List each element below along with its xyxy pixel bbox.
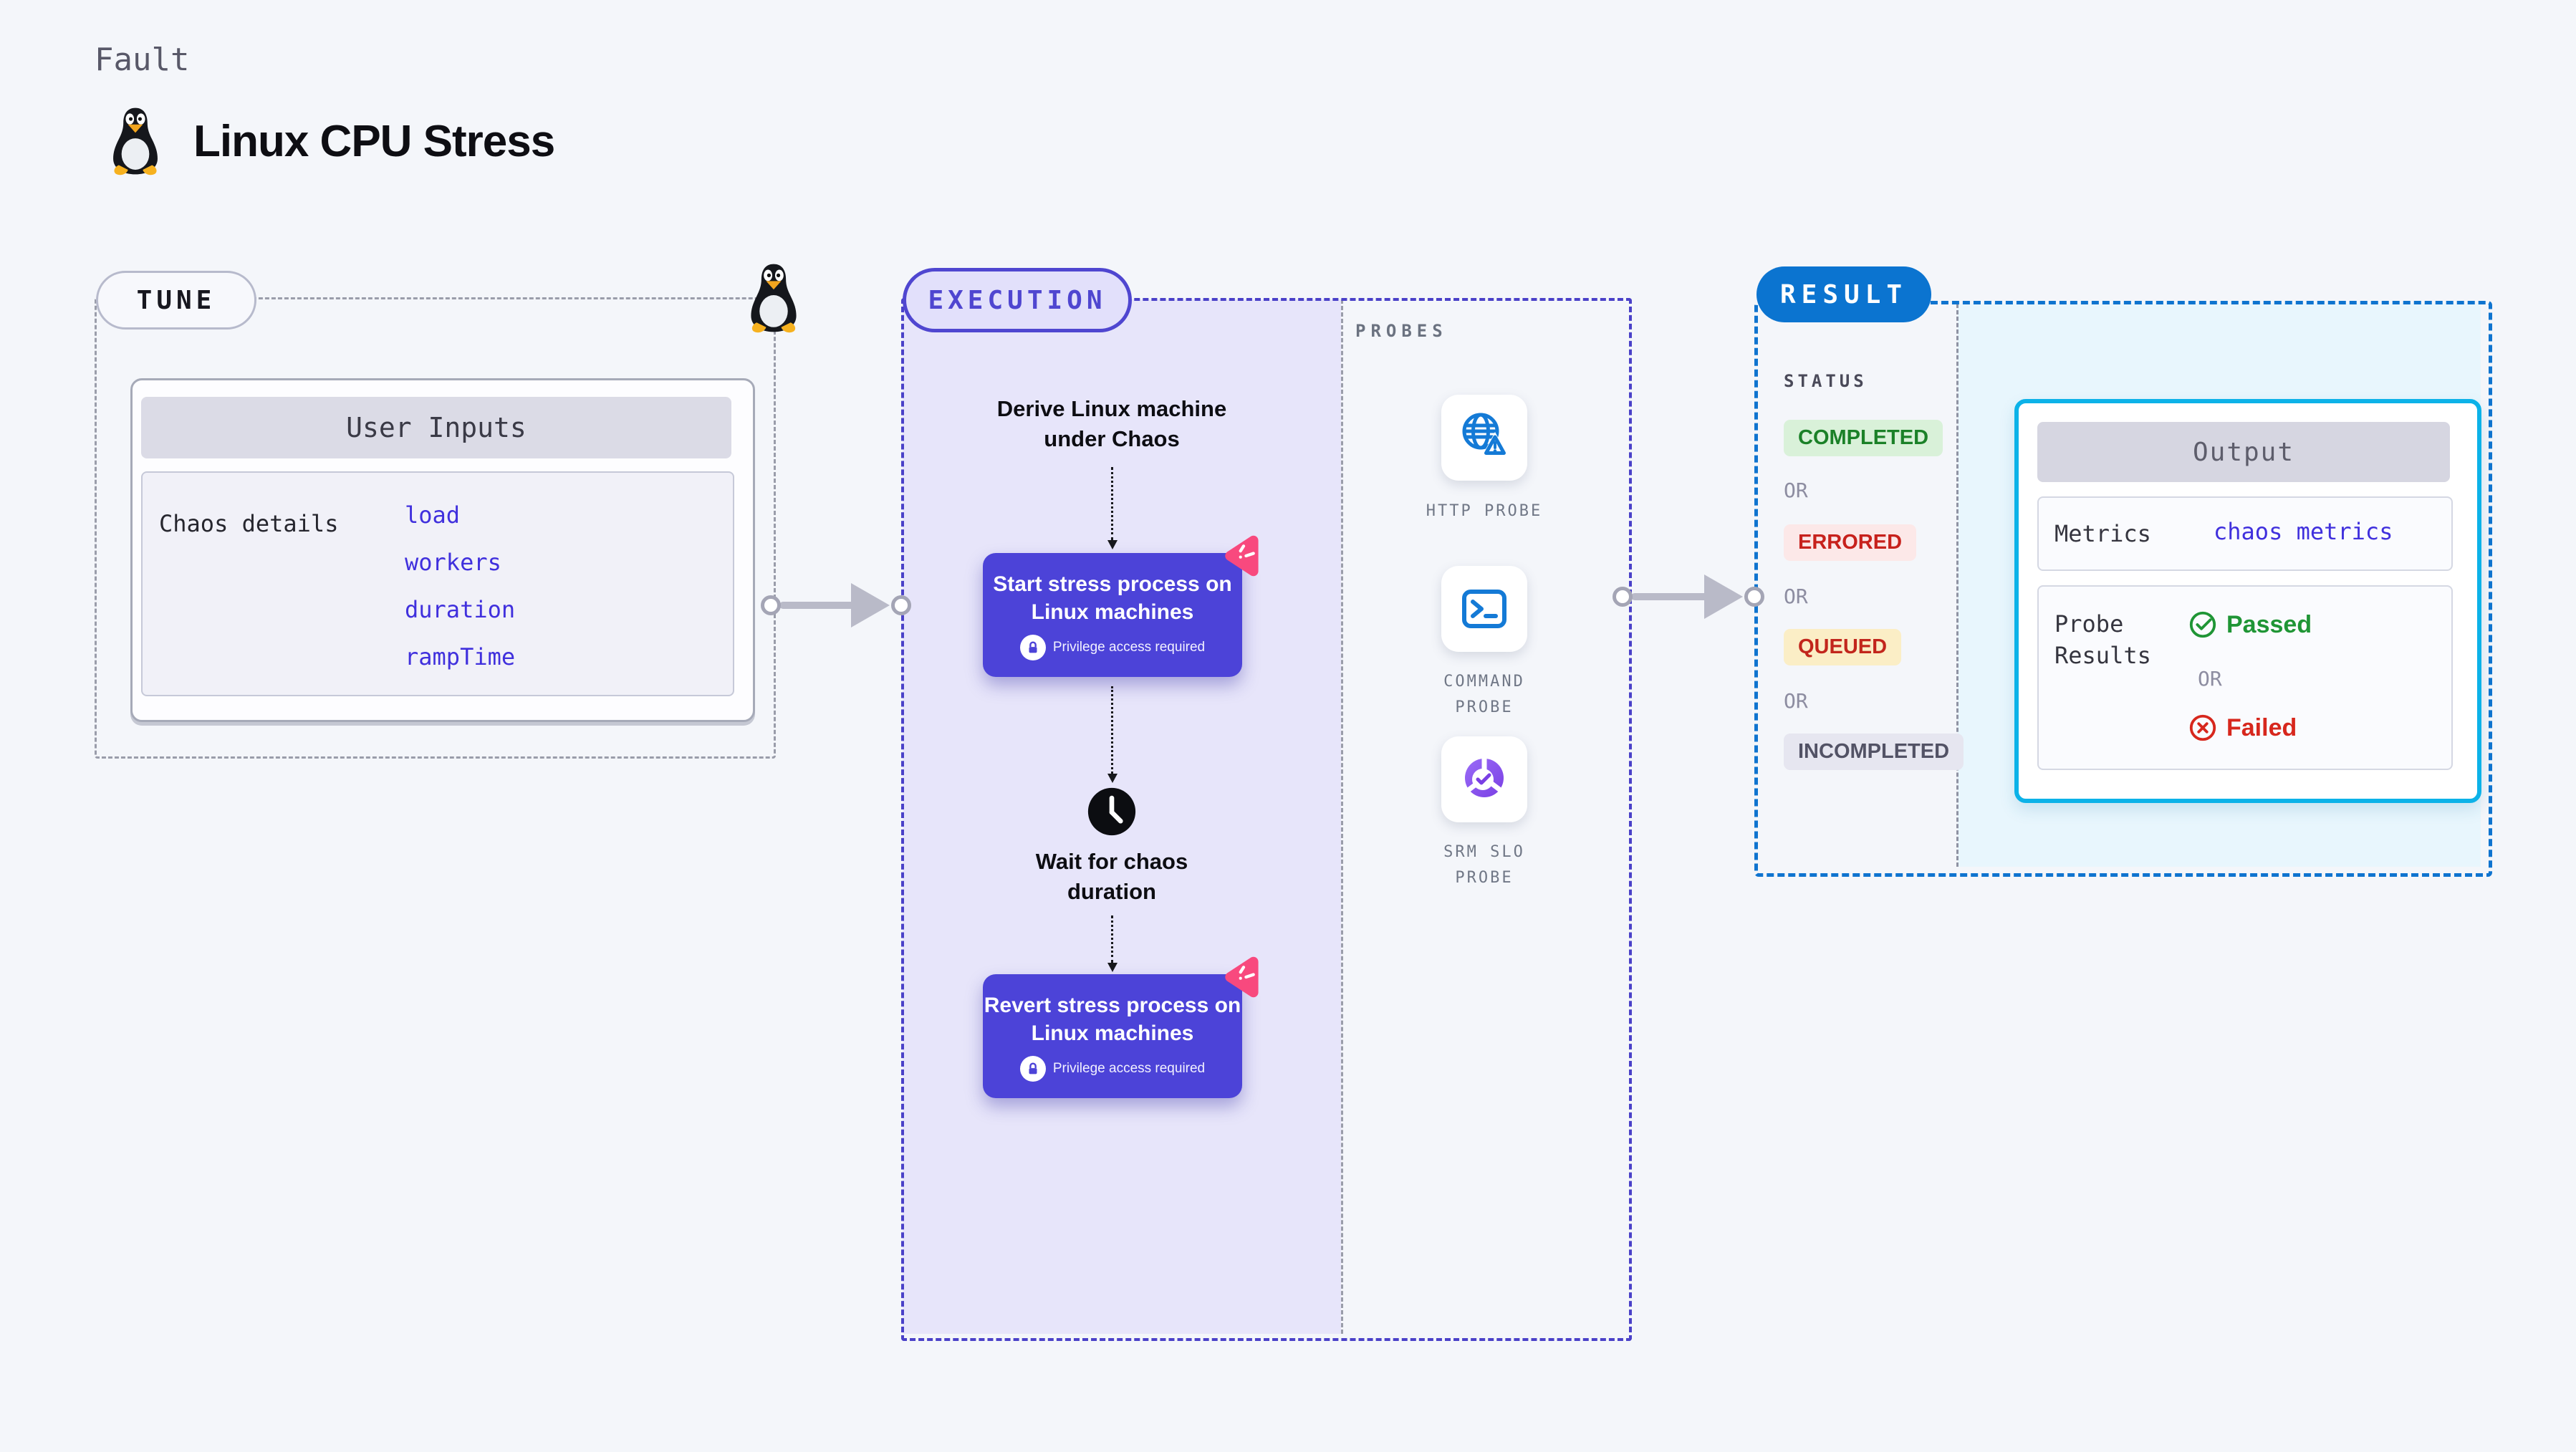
arrow-endpoint bbox=[1744, 587, 1764, 607]
link-load[interactable]: load bbox=[405, 501, 461, 529]
command-probe-label: COMMAND PROBE bbox=[1443, 673, 1525, 716]
clock-icon bbox=[1087, 787, 1136, 836]
start-stress-label: Start stress process on Linux machines bbox=[993, 572, 1232, 624]
status-badge-queued: QUEUED bbox=[1784, 629, 1902, 665]
page-title: Linux CPU Stress bbox=[193, 117, 555, 166]
x-circle-icon bbox=[2189, 714, 2216, 741]
privilege-note: Privilege access required bbox=[1052, 640, 1206, 655]
fault-kicker: Fault bbox=[95, 42, 190, 78]
or-label: OR bbox=[1784, 479, 1808, 502]
arrow-endpoint bbox=[1613, 587, 1633, 607]
execution-section-badge: EXECUTION bbox=[903, 268, 1132, 332]
arrow-endpoint bbox=[891, 595, 911, 615]
probes-title: PROBES bbox=[1355, 321, 1448, 341]
arrow-head bbox=[851, 583, 890, 628]
flow-connector bbox=[1107, 467, 1118, 549]
revert-stress-label: Revert stress process on Linux machines bbox=[984, 994, 1241, 1045]
command-probe-card bbox=[1441, 566, 1527, 652]
link-workers[interactable]: workers bbox=[405, 549, 501, 576]
arrow-head bbox=[1704, 574, 1743, 619]
failed-line: Failed bbox=[2188, 713, 2297, 743]
or-label: OR bbox=[1784, 585, 1808, 608]
user-inputs-title: User Inputs bbox=[141, 397, 731, 458]
chaos-fault-icon bbox=[1225, 956, 1259, 998]
globe-alert-icon bbox=[1462, 413, 1508, 456]
metrics-label: Metrics bbox=[2054, 520, 2151, 547]
derive-machine-label: Derive Linux machine under Chaos bbox=[996, 396, 1227, 451]
tux-penguin-small-icon bbox=[751, 264, 797, 333]
arrow-shaft bbox=[779, 602, 865, 609]
arrow-shaft bbox=[1631, 593, 1719, 600]
flow-connector bbox=[1107, 686, 1118, 783]
output-card: Output Metrics chaos metrics Probe Resul… bbox=[2014, 399, 2481, 803]
passed-label: Passed bbox=[2226, 610, 2312, 638]
execution-section-boundary bbox=[901, 298, 1632, 1341]
privilege-note: Privilege access required bbox=[1052, 1061, 1206, 1076]
chaos-details-links: load workers duration rampTime bbox=[405, 501, 515, 670]
result-section-badge: RESULT bbox=[1756, 266, 1931, 322]
or-label: OR bbox=[1784, 689, 1808, 713]
metrics-row: Metrics chaos metrics bbox=[2037, 496, 2453, 571]
status-badge-incompleted: INCOMPLETED bbox=[1784, 734, 1964, 770]
status-badge-completed: COMPLETED bbox=[1784, 420, 1943, 456]
srm-slo-probe-label: SRM SLO PROBE bbox=[1443, 843, 1525, 887]
http-probe-label: HTTP PROBE bbox=[1426, 502, 1543, 520]
revert-stress-node[interactable]: Revert stress process on Linux machines … bbox=[983, 974, 1242, 1098]
privilege-row: Privilege access required bbox=[983, 1054, 1242, 1082]
start-stress-node[interactable]: Start stress process on Linux machines P… bbox=[983, 553, 1242, 677]
arrow-endpoint bbox=[761, 595, 781, 615]
privilege-row: Privilege access required bbox=[983, 633, 1242, 661]
check-circle-icon bbox=[2189, 611, 2216, 638]
flow-connector bbox=[1107, 915, 1118, 972]
chaos-details-label: Chaos details bbox=[159, 510, 339, 537]
probe-results-row: Probe Results Passed OR Failed bbox=[2037, 585, 2453, 770]
result-divider bbox=[1956, 304, 1959, 867]
status-badge-errored: ERRORED bbox=[1784, 524, 1917, 561]
failed-label: Failed bbox=[2226, 713, 2297, 741]
lock-icon bbox=[1019, 634, 1046, 660]
probes-divider bbox=[1341, 299, 1343, 1334]
link-rampTime[interactable]: rampTime bbox=[405, 643, 516, 670]
or-label: OR bbox=[2198, 667, 2222, 691]
terminal-icon bbox=[1462, 590, 1506, 628]
output-title: Output bbox=[2037, 422, 2450, 482]
chaos-fault-icon bbox=[1225, 535, 1259, 577]
wait-duration-label: Wait for chaos duration bbox=[1035, 849, 1188, 904]
link-duration[interactable]: duration bbox=[405, 596, 516, 623]
passed-line: Passed bbox=[2188, 610, 2312, 640]
lock-icon bbox=[1019, 1055, 1046, 1082]
tux-penguin-icon bbox=[113, 107, 158, 176]
slo-donut-check-icon bbox=[1464, 756, 1504, 797]
srm-slo-probe-card bbox=[1441, 736, 1527, 822]
tune-section-boundary bbox=[95, 297, 776, 759]
http-probe-card bbox=[1441, 395, 1527, 481]
probe-results-label: Probe Results bbox=[2054, 610, 2151, 669]
tune-section-badge: TUNE bbox=[96, 271, 256, 330]
user-inputs-body bbox=[141, 471, 734, 696]
chaos-metrics-link[interactable]: chaos metrics bbox=[2214, 518, 2393, 545]
status-title: STATUS bbox=[1784, 371, 1868, 391]
